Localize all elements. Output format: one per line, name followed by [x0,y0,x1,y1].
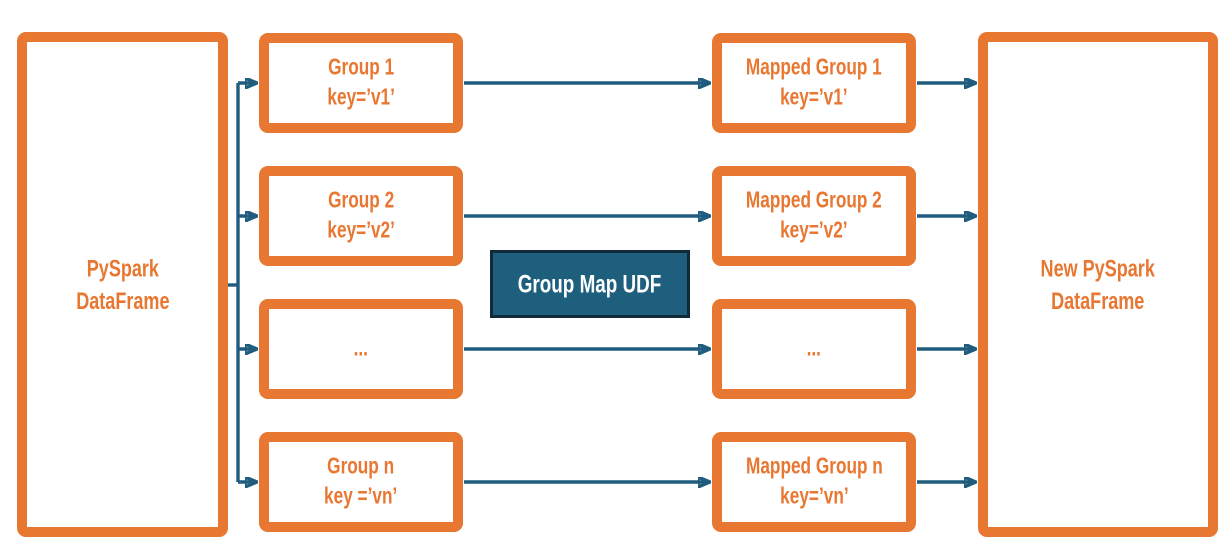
mapped-group-ellipsis-label: ... [807,334,821,364]
label-line: Mapped Group n [745,453,883,479]
group-2-label: Group 2 key=’v2’ [327,186,395,246]
mapped-group-1-box: Mapped Group 1 key=’v1’ [712,33,916,133]
group-1-box: Group 1 key=’v1’ [259,33,463,133]
mapped-group-2-box: Mapped Group 2 key=’v2’ [712,166,916,266]
label-line: DataFrame [75,286,170,314]
result-dataframe-label: New PySpark DataFrame [1041,252,1155,317]
source-dataframe-box: PySpark DataFrame [17,32,228,537]
label-line: key=’v2’ [780,218,848,243]
label-line: Mapped Group 1 [746,54,882,80]
mapped-group-1-label: Mapped Group 1 key=’v1’ [746,53,882,113]
group-1-label: Group 1 key=’v1’ [327,53,395,113]
label-line: ... [353,336,369,361]
label-line: Group n [327,453,395,479]
mapped-group-n-label: Mapped Group n key=’vn’ [746,452,883,512]
result-dataframe-box: New PySpark DataFrame [978,32,1218,537]
group-map-udf-label: Group Map UDF [518,269,662,299]
group-map-udf-box: Group Map UDF [490,250,690,318]
source-dataframe-label: PySpark DataFrame [76,252,169,317]
label-line: key=’v1’ [327,85,395,110]
label-line: PySpark [86,254,159,282]
group-2-box: Group 2 key=’v2’ [259,166,463,266]
mapped-group-ellipsis-box: ... [712,299,916,399]
mapped-group-n-box: Mapped Group n key=’vn’ [712,432,916,532]
mapped-group-2-label: Mapped Group 2 key=’v2’ [746,186,882,246]
label-line: key=’v1’ [780,85,848,110]
label-line: key =’vn’ [324,484,398,509]
group-n-label: Group n key =’vn’ [324,452,397,512]
label-line: key=’vn’ [779,484,849,509]
label-line: Group 1 [327,54,395,80]
group-n-box: Group n key =’vn’ [259,432,463,532]
label-line: DataFrame [1051,286,1145,314]
label-line: Mapped Group 2 [746,187,882,213]
group-ellipsis-label: ... [354,334,368,364]
group-ellipsis-box: ... [259,299,463,399]
label-line: key=’v2’ [327,218,395,243]
label-line: Group 2 [327,187,395,213]
label-line: ... [806,336,822,361]
label-line: New PySpark [1040,254,1156,282]
